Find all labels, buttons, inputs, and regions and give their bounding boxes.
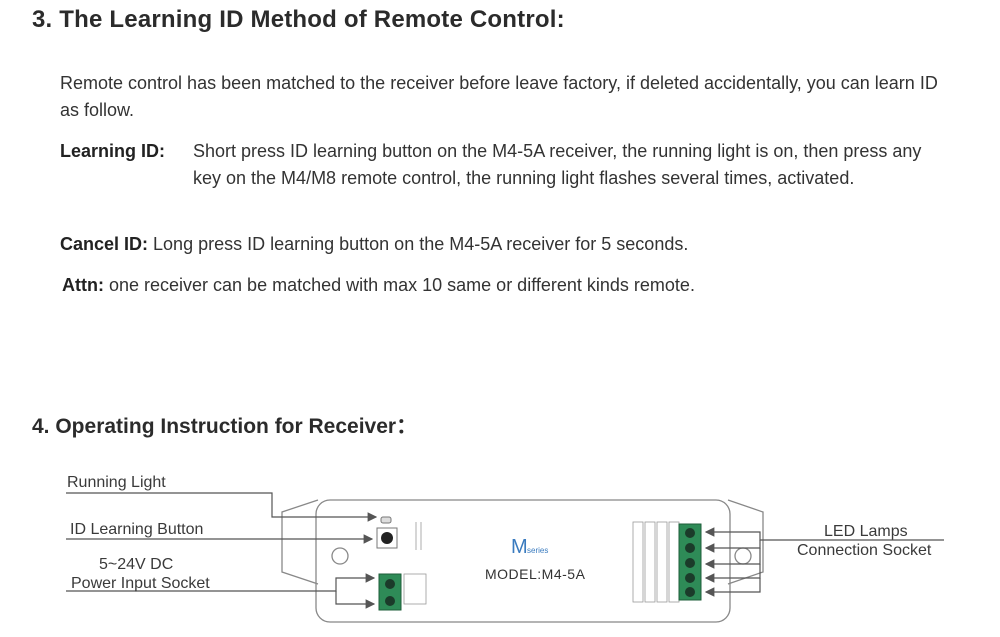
output-channel-marks <box>632 521 680 603</box>
section-4-heading: 4. Operating Instruction for Receiver： <box>32 415 418 438</box>
led-lamps-label-line1: LED Lamps <box>824 523 908 540</box>
led-output-terminal <box>678 523 702 601</box>
running-light-label: Running Light <box>67 474 166 491</box>
brand-logo-letter: M <box>511 536 528 558</box>
id-learning-button-label: ID Learning Button <box>70 521 203 538</box>
model-label: MODEL:M4-5A <box>485 566 586 582</box>
attn-text: one receiver can be matched with max 10 … <box>103 275 695 295</box>
running-light-led <box>380 516 392 524</box>
button-caption-marks <box>415 522 422 550</box>
intro-paragraph: Remote control has been matched to the r… <box>60 73 938 120</box>
cancel-id-label: Cancel ID: <box>60 234 149 254</box>
power-input-label-line2: Power Input Socket <box>71 575 210 592</box>
power-input-terminal <box>378 573 427 611</box>
attn-line: Attn: one receiver can be matched with m… <box>62 272 695 299</box>
brand-logo-sub: series <box>527 546 548 555</box>
cancel-id-line: Cancel ID: Long press ID learning button… <box>60 231 688 258</box>
power-input-label-line1: 5~24V DC <box>99 556 173 573</box>
receiver-diagram: M series MODEL:M4-5A Running Light ID Le… <box>66 474 944 623</box>
cancel-id-text: Long press ID learning button on the M4-… <box>148 234 689 254</box>
attn-label: Attn: <box>62 275 104 295</box>
id-learning-button[interactable] <box>376 527 398 549</box>
learning-id-text: Short press ID learning button on the M4… <box>193 141 922 188</box>
section-3-heading: 3. The Learning ID Method of Remote Cont… <box>32 6 565 33</box>
led-lamps-label-line2: Connection Socket <box>797 542 932 559</box>
learning-id-label: Learning ID: <box>60 141 166 161</box>
